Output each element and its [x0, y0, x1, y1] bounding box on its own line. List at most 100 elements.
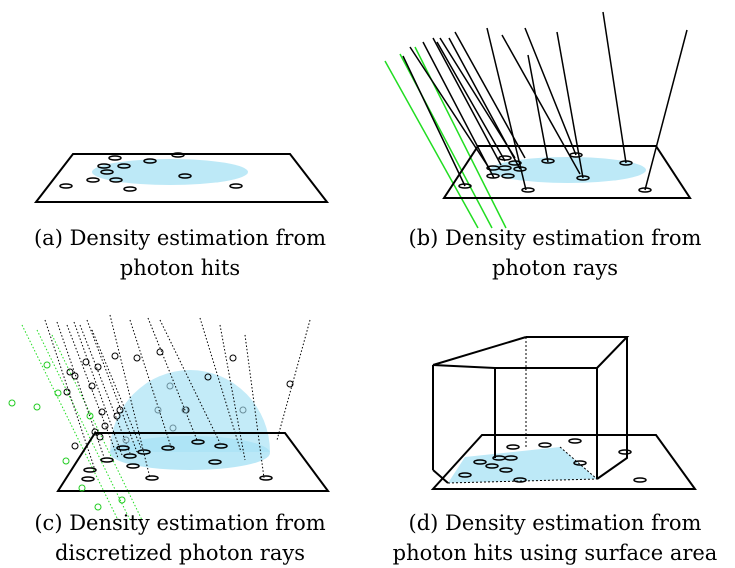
photon-hit: [123, 453, 137, 459]
ray-sample: [118, 496, 126, 504]
photon-hit: [259, 475, 273, 481]
ray-sample: [86, 412, 94, 420]
photon-hit: [171, 152, 185, 158]
photon-hit: [83, 467, 97, 473]
caption-line2: photon hits: [119, 256, 241, 280]
photon-hit: [143, 158, 157, 164]
ray-sample: [43, 361, 51, 369]
caption-b: (b) Density estimation from photon rays: [375, 223, 735, 283]
black-ray: [501, 34, 581, 175]
photon-hits: [458, 152, 652, 193]
cube-hidden-edge: [559, 446, 598, 480]
ray-sample-inside: [122, 436, 130, 444]
photon-hit: [145, 475, 159, 481]
ray-sample-inside: [239, 406, 247, 414]
ray-sample: [63, 388, 71, 396]
panel-c-discretized-rays: [8, 314, 330, 521]
black-ray: [436, 41, 506, 162]
black-ray: [409, 46, 492, 172]
photon-hit: [618, 449, 632, 455]
caption-prefix: (c): [34, 511, 63, 535]
surface-plane: [442, 145, 692, 199]
ray-sample: [66, 368, 74, 376]
ray-sample: [113, 412, 121, 420]
density-base: [110, 436, 270, 470]
photon-hit: [485, 463, 499, 469]
cube-edge: [432, 364, 597, 369]
photon-hit: [486, 173, 500, 179]
photon-hit: [208, 459, 222, 465]
photon-hits: [81, 439, 273, 482]
photon-hit: [499, 467, 513, 473]
green-dotted-ray: [51, 334, 143, 521]
ray-sample: [78, 484, 86, 492]
ray-sample: [94, 363, 102, 371]
black-dotted-ray: [199, 317, 242, 453]
ray-sample: [116, 406, 124, 414]
black-dotted-ray: [44, 319, 96, 471]
cube-edge: [596, 337, 628, 480]
photon-hit: [161, 445, 175, 451]
black-ray: [486, 27, 527, 191]
ray-sample: [204, 373, 212, 381]
ray-sample: [71, 442, 79, 450]
ray-sample: [94, 503, 102, 511]
cube-edge: [432, 469, 449, 484]
photon-hit: [633, 477, 647, 483]
photon-hit: [501, 173, 515, 179]
panel-d-surface-area: [430, 336, 697, 490]
green-dotted-rays: [21, 324, 143, 521]
black-dotted-ray: [86, 319, 138, 453]
photon-hit: [117, 163, 131, 169]
caption-line2: photon rays: [491, 256, 619, 280]
caption-c: (c) Density estimation from discretized …: [0, 508, 360, 568]
black-dotted-rays: [44, 314, 311, 479]
photon-hit: [86, 177, 100, 183]
ray-sample: [229, 354, 237, 362]
photon-hits: [458, 438, 647, 483]
photon-hit: [568, 438, 582, 444]
ray-sample: [111, 352, 119, 360]
ray-sample-inside: [154, 406, 162, 414]
ray-sample: [8, 399, 16, 407]
panel-a-photon-hits: [33, 152, 330, 203]
black-dotted-ray: [91, 329, 143, 451]
photon-hit: [504, 455, 518, 461]
ray-sample: [88, 382, 96, 390]
ray-sample-inside: [169, 424, 177, 432]
ray-sample: [98, 408, 106, 416]
caption-prefix: (d): [408, 511, 439, 535]
photon-hit: [100, 457, 114, 463]
panel-b-photon-rays: [384, 11, 692, 229]
caption-line1: Density estimation from: [69, 511, 326, 535]
photon-hit: [506, 444, 520, 450]
photon-hit: [97, 163, 111, 169]
surface-plane: [33, 153, 330, 203]
black-ray: [527, 54, 549, 163]
black-ray: [422, 41, 495, 179]
photon-hit: [191, 439, 205, 445]
green-rays: [384, 46, 507, 229]
green-dotted-ray: [36, 329, 131, 521]
photon-hit: [573, 460, 587, 466]
ray-sample: [156, 348, 164, 356]
ray-sample: [82, 358, 90, 366]
black-rays: [402, 11, 688, 191]
photon-hit: [513, 477, 527, 483]
photon-hit: [229, 183, 243, 189]
cube-edge: [526, 336, 630, 369]
caption-line1: Density estimation from: [445, 511, 702, 535]
black-dotted-ray: [66, 324, 119, 459]
density-region: [490, 157, 646, 183]
photon-hit: [619, 160, 633, 166]
photon-hit: [458, 472, 472, 478]
caption-a: (a) Density estimation from photon hits: [0, 223, 360, 283]
photon-hit: [81, 476, 95, 482]
photon-hit: [513, 166, 527, 172]
photon-hit: [108, 155, 122, 161]
cube-edge: [432, 336, 527, 366]
ray-sample: [62, 457, 70, 465]
photon-hit: [109, 177, 123, 183]
caption-line2: discretized photon rays: [54, 541, 306, 565]
